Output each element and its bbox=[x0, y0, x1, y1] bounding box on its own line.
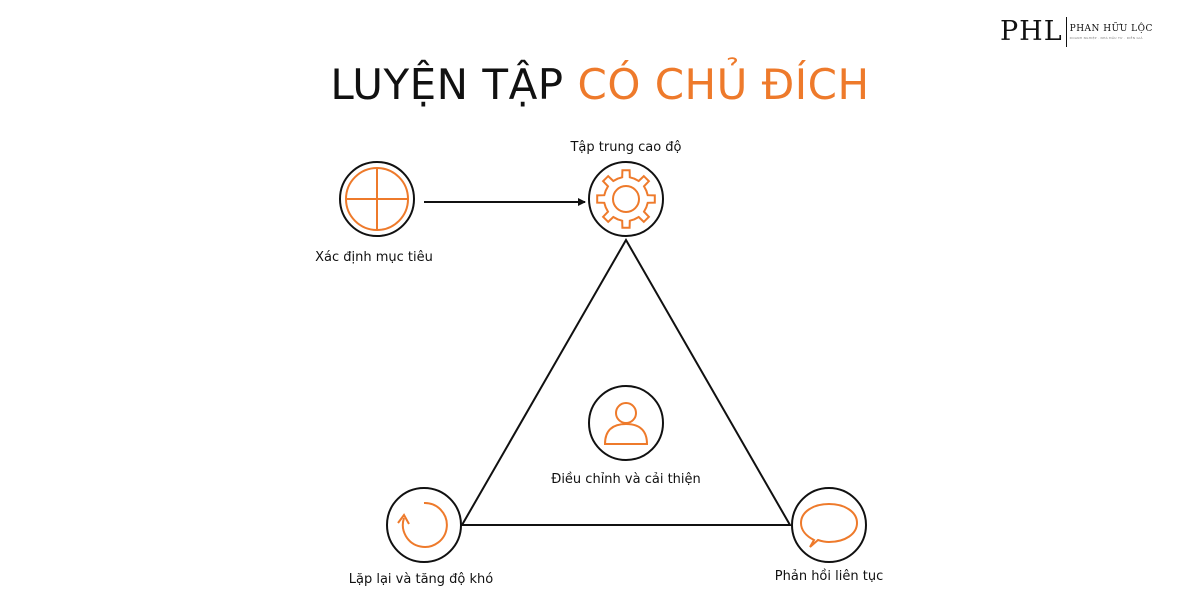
repeat-node bbox=[386, 487, 462, 563]
title-prefix: LUYỆN TẬP bbox=[330, 60, 564, 109]
speech-bubble-icon bbox=[799, 502, 859, 548]
gear-icon bbox=[596, 169, 656, 229]
adjust-node bbox=[588, 385, 664, 461]
feedback-label: Phản hồi liên tục bbox=[774, 569, 884, 584]
focus-node bbox=[588, 161, 664, 237]
feedback-node bbox=[791, 487, 867, 563]
page-title: LUYỆN TẬP CÓ CHỦ ĐÍCH bbox=[0, 60, 1200, 109]
person-icon bbox=[603, 402, 649, 445]
target-node bbox=[339, 161, 415, 237]
adjust-label: Điều chỉnh và cải thiện bbox=[551, 472, 701, 487]
crosshair-icon bbox=[345, 167, 409, 231]
circular-arrow-icon bbox=[397, 501, 448, 548]
logo-monogram: PHL bbox=[1000, 17, 1067, 47]
focus-label: Tập trung cao độ bbox=[570, 140, 682, 155]
logo-tagline: DOANH NGHIỆP · NHÀ ĐẦU TƯ · DIỄN GIẢ bbox=[1069, 36, 1143, 40]
logo-name: PHAN HỮU LỘC bbox=[1069, 24, 1153, 34]
title-accent: CÓ CHỦ ĐÍCH bbox=[577, 60, 870, 109]
repeat-label: Lặp lại và tăng độ khó bbox=[348, 572, 494, 587]
brand-logo: PHL PHAN HỮU LỘC DOANH NGHIỆP · NHÀ ĐẦU … bbox=[1000, 16, 1153, 48]
target-label: Xác định mục tiêu bbox=[315, 250, 433, 265]
cycle-triangle bbox=[460, 237, 792, 526]
